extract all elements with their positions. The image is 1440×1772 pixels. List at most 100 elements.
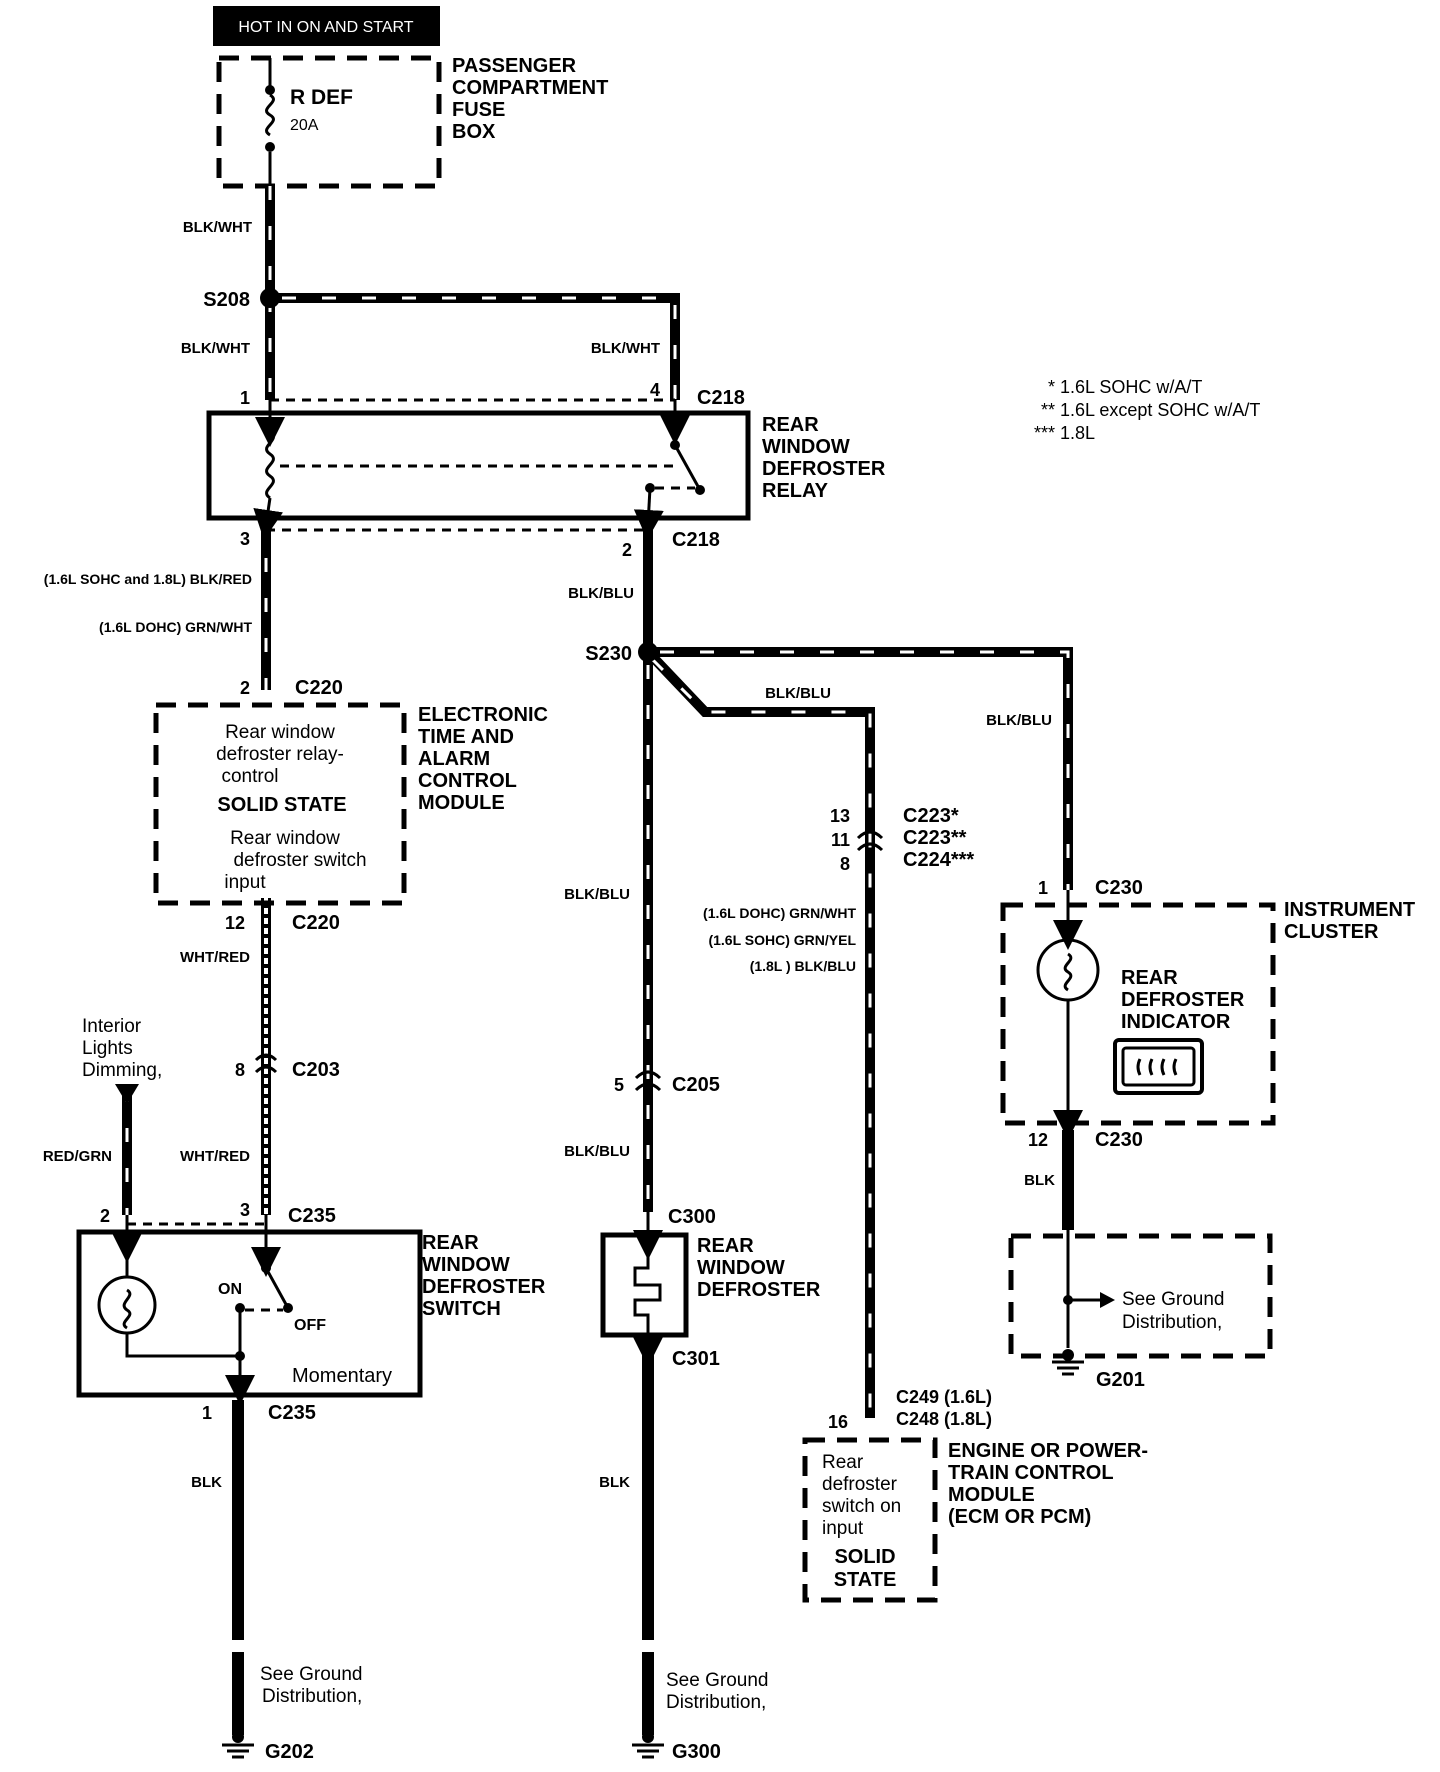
svg-text:COMPARTMENT: COMPARTMENT [452, 77, 608, 99]
connector-label: C301 [672, 1348, 720, 1370]
wire-label: WHT/RED [180, 949, 250, 966]
svg-text:MODULE: MODULE [948, 1484, 1035, 1506]
svg-text:INSTRUMENT: INSTRUMENT [1284, 899, 1415, 921]
instrument-cluster: 1 C230 REAR DEFROSTER INDICATOR INSTRUME… [1000, 877, 1415, 1151]
svg-text:TRAIN CONTROL: TRAIN CONTROL [948, 1462, 1114, 1484]
ground-g300: See Ground Distribution, G300 [632, 1670, 768, 1763]
splice-dot [260, 288, 280, 308]
svg-text:C224***: C224*** [903, 849, 974, 871]
rear-window-defroster-relay: REAR WINDOW DEFROSTER RELAY 1 4 C218 3 2… [206, 380, 886, 560]
svg-text:Interior: Interior [82, 1016, 142, 1037]
svg-text:CLUSTER: CLUSTER [1284, 921, 1379, 943]
pin-number: 2 [622, 540, 632, 560]
wire-label: BLK/BLU [568, 585, 634, 602]
wire-label: (1.6L SOHC) GRN/YEL [708, 932, 856, 948]
wire-label: (1.6L DOHC) GRN/WHT [99, 619, 252, 635]
svg-text:WINDOW: WINDOW [762, 436, 850, 458]
pin-number: 4 [650, 380, 660, 400]
svg-text:DEFROSTER: DEFROSTER [762, 458, 886, 480]
wire-label: BLK [191, 1474, 222, 1491]
connector-label: C300 [668, 1206, 716, 1228]
svg-text:DEFROSTER: DEFROSTER [697, 1279, 821, 1301]
svg-text:control: control [221, 766, 278, 787]
svg-text:REAR: REAR [762, 414, 819, 436]
svg-text:SWITCH: SWITCH [422, 1298, 501, 1320]
pin-number: 11 [831, 830, 850, 850]
svg-text:CONTROL: CONTROL [418, 770, 517, 792]
ground-ref-arrow-icon [1100, 1292, 1115, 1308]
svg-text:SOLID: SOLID [834, 1546, 895, 1568]
ic-outline [1000, 902, 1276, 1126]
ground-label: G202 [265, 1741, 314, 1763]
svg-text:Distribution,: Distribution, [1122, 1312, 1222, 1333]
wire-label: (1.6L DOHC) GRN/WHT [703, 905, 856, 921]
svg-text:REAR: REAR [1121, 967, 1178, 989]
ground-box-outline [1008, 1233, 1273, 1359]
wire-label: BLK [1024, 1172, 1055, 1189]
pin-number: 1 [240, 388, 250, 408]
ground-symbol-icon [222, 1731, 254, 1759]
ground-g202: See Ground Distribution, G202 [222, 1664, 362, 1763]
connector-c223-c224: 13 11 8 C223* C223** C224*** [830, 805, 974, 874]
pin-number: 13 [830, 806, 850, 826]
pin-number: 16 [828, 1412, 848, 1432]
svg-text:PASSENGER: PASSENGER [452, 55, 577, 77]
svg-text:STATE: STATE [834, 1569, 897, 1591]
dimming-arrow-icon [115, 1084, 139, 1104]
ecm-title: ENGINE OR POWER- TRAIN CONTROL MODULE (E… [948, 1440, 1148, 1528]
connector-label: C230 [1095, 877, 1143, 899]
etacm-title: ELECTRONIC TIME AND ALARM CONTROL MODULE [418, 704, 548, 814]
svg-text:MODULE: MODULE [418, 792, 505, 814]
connector-c203: 8 C203 [235, 1053, 340, 1081]
power-source-label: HOT IN ON AND START [213, 6, 440, 46]
pin-number: 5 [614, 1075, 624, 1095]
wire-label: BLK/BLU [564, 1143, 630, 1160]
relay-outline [206, 410, 751, 521]
ground-distribution-g201: See Ground Distribution, G201 [1008, 1230, 1273, 1391]
pin-number: 8 [235, 1060, 245, 1080]
defroster-grid-icon [633, 1250, 662, 1340]
wire-label: BLK/BLU [986, 712, 1052, 729]
electronic-time-alarm-control-module: 2 C220 Rear window defroster relay- cont… [153, 677, 548, 934]
connector-c205: 5 C205 [614, 1070, 720, 1096]
pin-number: 1 [1038, 878, 1048, 898]
fuse-box: R DEF 20A PASSENGER COMPARTMENT FUSE BOX [216, 55, 608, 189]
connector-label: C220 [295, 677, 343, 699]
defroster-indicator-bulb-icon [1036, 938, 1100, 1002]
relay-coil-icon [265, 430, 275, 500]
connector-label: C248 (1.8L) [896, 1409, 992, 1429]
connector-label: C235 [288, 1205, 336, 1227]
fuse-rating: 20A [290, 117, 319, 134]
svg-text:S230: S230 [585, 643, 632, 665]
connector-label: C218 [697, 387, 745, 409]
svg-text:C203: C203 [292, 1059, 340, 1081]
switch-on-label: ON [218, 1281, 242, 1298]
splice-dot [638, 642, 658, 662]
svg-text:BOX: BOX [452, 121, 496, 143]
svg-text:C223**: C223** [903, 827, 967, 849]
rear-defroster-symbol-icon [1113, 1038, 1204, 1095]
svg-text:C223*: C223* [903, 805, 959, 827]
fuse-name: R DEF [290, 86, 353, 109]
svg-text:Distribution,: Distribution, [262, 1686, 362, 1707]
wire-label: BLK/BLU [765, 685, 831, 702]
legend-item: * 1.6L SOHC w/A/T [1048, 377, 1202, 397]
ic-title: INSTRUMENT CLUSTER [1284, 899, 1415, 943]
legend: * 1.6L SOHC w/A/T ** 1.6L except SOHC w/… [1034, 377, 1260, 443]
wire-label: BLK/BLU [564, 886, 630, 903]
svg-text:Dimming,: Dimming, [82, 1060, 162, 1081]
relay-switch-contact [673, 444, 702, 491]
wire-label: BLK/WHT [181, 340, 250, 357]
svg-text:TIME AND: TIME AND [418, 726, 514, 748]
switch-title: REAR WINDOW DEFROSTER SWITCH [422, 1232, 546, 1320]
splice-s208: S208 [203, 288, 280, 311]
svg-text:FUSE: FUSE [452, 99, 505, 121]
svg-text:REAR: REAR [422, 1232, 479, 1254]
wire-label: BLK [599, 1474, 630, 1491]
svg-text:switch on: switch on [822, 1496, 901, 1517]
ground-label: G201 [1096, 1369, 1145, 1391]
wire-label: WHT/RED [180, 1148, 250, 1165]
svg-text:RELAY: RELAY [762, 480, 829, 502]
svg-text:WINDOW: WINDOW [422, 1254, 510, 1276]
svg-text:Rear window: Rear window [230, 828, 340, 849]
